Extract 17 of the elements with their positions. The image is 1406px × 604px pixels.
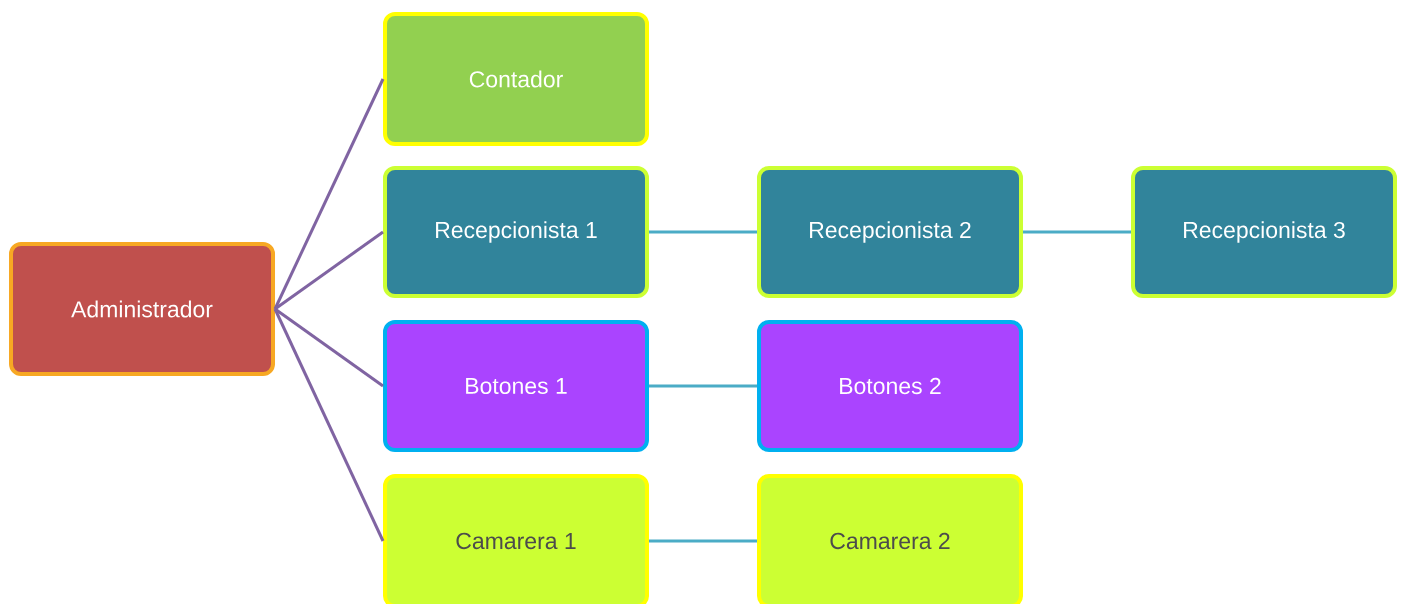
process-box: Botones 2 — [757, 320, 1023, 452]
connector-line — [649, 230, 757, 234]
process-box: Botones 1 — [383, 320, 649, 452]
process-box: Recepcionista 3 — [1131, 166, 1397, 298]
connector-line — [1023, 230, 1131, 234]
connector-line — [274, 307, 384, 388]
process-box: Contador — [383, 12, 649, 146]
connector-line — [649, 539, 757, 543]
connector-line — [273, 308, 385, 542]
process-box: Camarera 1 — [383, 474, 649, 604]
process-box: Administrador — [9, 242, 275, 376]
connector-line — [274, 230, 384, 311]
connector-line — [649, 384, 757, 388]
process-box: Recepcionista 2 — [757, 166, 1023, 298]
connector-line — [273, 78, 385, 310]
process-box: Camarera 2 — [757, 474, 1023, 604]
process-box: Recepcionista 1 — [383, 166, 649, 298]
